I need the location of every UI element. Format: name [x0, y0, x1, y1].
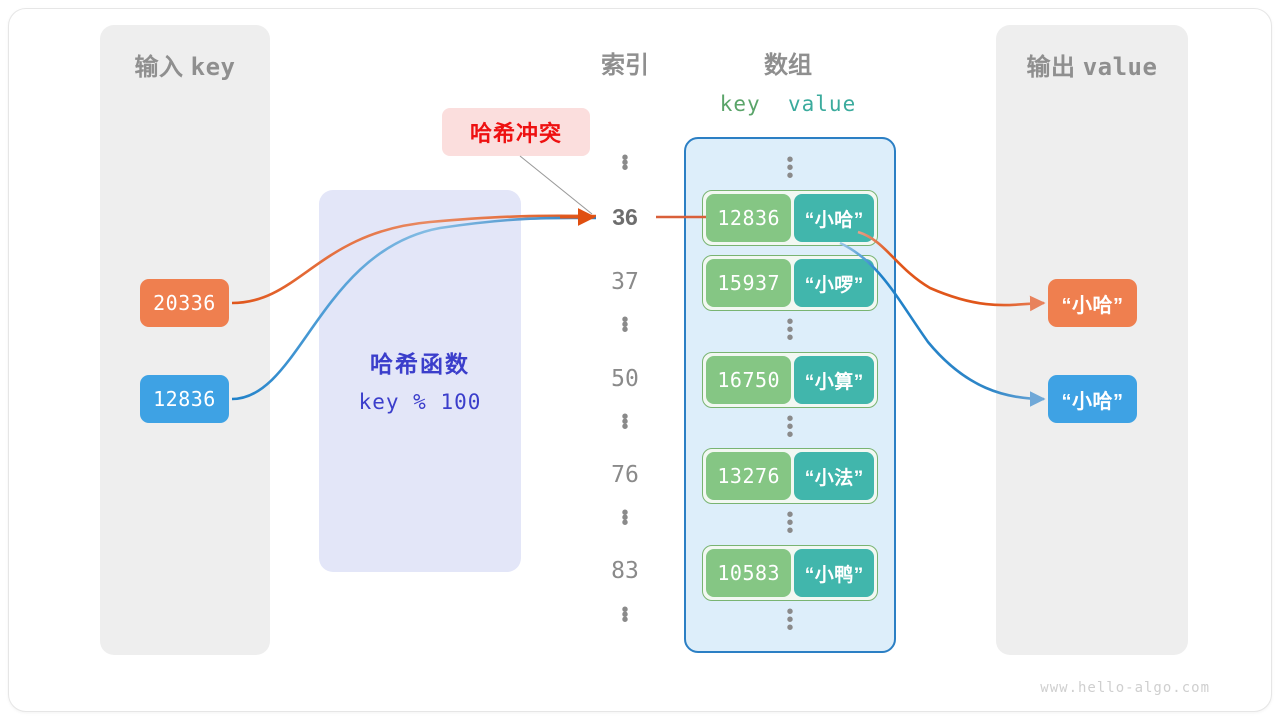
index-ellipsis: ••• — [621, 599, 629, 631]
array-ellipsis: ••• — [786, 149, 794, 187]
bucket-row[interactable]: 16750 “小算” — [702, 352, 878, 408]
index-column-heading: 索引 — [601, 52, 649, 79]
bucket-row[interactable]: 10583 “小鸭” — [702, 545, 878, 601]
output-value-chip-orange[interactable]: “小哈” — [1048, 279, 1137, 327]
output-value-chip-blue[interactable]: “小哈” — [1048, 375, 1137, 423]
index-ellipsis: ••• — [621, 309, 629, 341]
hash-collision-label: 哈希冲突 — [442, 108, 590, 156]
key-value-subheading: key value — [700, 92, 876, 116]
bucket-row[interactable]: 12836 “小哈” — [702, 190, 878, 246]
array-ellipsis: ••• — [786, 311, 794, 349]
bucket-value: “小法” — [794, 452, 874, 500]
index-ellipsis: ••• — [621, 502, 629, 534]
value-subheading: value — [788, 92, 857, 116]
bucket-row[interactable]: 13276 “小法” — [702, 448, 878, 504]
input-panel-title-cn: 输入 — [134, 54, 184, 81]
bucket-key: 16750 — [706, 356, 792, 404]
output-panel-title: 输出 value — [996, 47, 1188, 82]
bucket-key: 12836 — [706, 194, 792, 242]
index-label-37: 37 — [611, 269, 639, 295]
output-panel-title-cn: 输出 — [1026, 54, 1076, 81]
input-panel: 输入 key — [100, 25, 270, 655]
input-panel-title: 输入 key — [100, 47, 270, 82]
hash-function-box: 哈希函数 key % 100 — [319, 190, 521, 572]
array-ellipsis: ••• — [786, 504, 794, 542]
array-ellipsis: ••• — [786, 408, 794, 446]
index-label-50: 50 — [611, 366, 639, 392]
bucket-key: 13276 — [706, 452, 792, 500]
index-label-76: 76 — [611, 462, 639, 488]
bucket-value: “小啰” — [794, 259, 874, 307]
key-subheading: key — [719, 92, 761, 116]
bucket-key: 15937 — [706, 259, 792, 307]
index-ellipsis: ••• — [621, 147, 629, 179]
bucket-value: “小鸭” — [794, 549, 874, 597]
bucket-key: 10583 — [706, 549, 792, 597]
input-key-chip-12836[interactable]: 12836 — [140, 375, 229, 423]
output-panel-title-mono: value — [1082, 53, 1158, 81]
output-panel: 输出 value — [996, 25, 1188, 655]
watermark: www.hello-algo.com — [1040, 680, 1210, 696]
index-label-36: 36 — [612, 204, 638, 230]
array-ellipsis: ••• — [786, 601, 794, 639]
index-ellipsis: ••• — [621, 406, 629, 438]
input-key-chip-20336[interactable]: 20336 — [140, 279, 229, 327]
bucket-value: “小哈” — [794, 194, 874, 242]
array-column-heading: 数组 — [764, 52, 812, 79]
input-panel-title-mono: key — [190, 53, 236, 81]
bucket-value: “小算” — [794, 356, 874, 404]
bucket-row[interactable]: 15937 “小啰” — [702, 255, 878, 311]
index-label-83: 83 — [611, 558, 639, 584]
hash-function-formula: key % 100 — [358, 390, 482, 414]
hash-function-title: 哈希函数 — [370, 351, 470, 377]
